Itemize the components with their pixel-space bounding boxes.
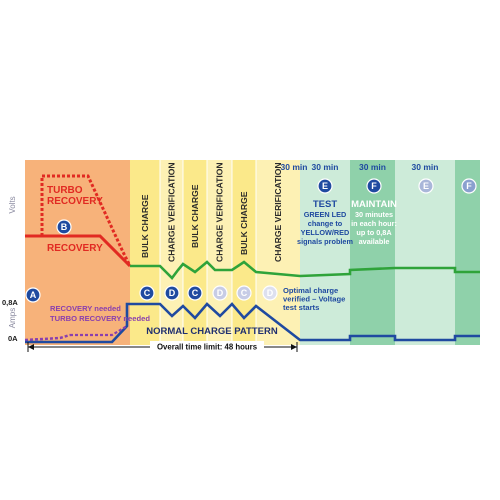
badge-d3-circle bbox=[262, 285, 278, 301]
phase-bg-bulk3 bbox=[232, 160, 256, 345]
badge-d1-circle bbox=[164, 285, 180, 301]
chart-lines bbox=[24, 174, 480, 344]
recovery-needed-label: RECOVERY needed bbox=[50, 304, 121, 313]
badge-a-letter: A bbox=[30, 290, 37, 300]
recovery-label: RECOVERY bbox=[47, 243, 103, 254]
phase-label-verif1: CHARGE VERIFICATION bbox=[167, 162, 177, 262]
badge-f1-letter: F bbox=[371, 181, 377, 191]
badge-d2-letter: D bbox=[217, 288, 224, 298]
phase-label-verif3: CHARGE VERIFICATION bbox=[273, 162, 283, 262]
duration-label-test: 30 min bbox=[312, 162, 339, 172]
badge-c3-circle bbox=[236, 285, 252, 301]
badge-f1-circle bbox=[366, 178, 382, 194]
time-limit-label-bg bbox=[150, 341, 264, 352]
badge-e1-circle bbox=[317, 178, 333, 194]
badge-e2-circle bbox=[418, 178, 434, 194]
phase-title-maintain: MAINTAIN bbox=[351, 199, 397, 210]
charge-voltage-line bbox=[130, 260, 480, 280]
badge-c2-letter: C bbox=[192, 288, 199, 298]
badge-a-circle bbox=[25, 287, 41, 303]
y-axis-amps-label: Amps bbox=[8, 308, 17, 328]
amp-tick-0: 0A bbox=[8, 334, 18, 343]
amp-tick-08: 0,8A bbox=[2, 298, 18, 307]
badge-c1-letter: C bbox=[144, 288, 151, 298]
duration-label-verif3: 30 min bbox=[281, 162, 308, 172]
badge-e1-letter: E bbox=[322, 181, 328, 191]
badge-e2-letter: E bbox=[423, 181, 429, 191]
phase-title-test: TEST bbox=[313, 199, 337, 210]
badge-d2-circle bbox=[212, 285, 228, 301]
current-line bbox=[25, 302, 480, 344]
phase-label-bulk2: BULK CHARGE bbox=[190, 184, 200, 248]
turbo-current-line bbox=[70, 325, 128, 337]
duration-label-test2: 30 min bbox=[412, 162, 439, 172]
normal-charge-pattern-label: NORMAL CHARGE PATTERN bbox=[146, 326, 278, 337]
phase-badges: C D C D C D E F E F A B bbox=[25, 178, 477, 303]
recovery-voltage-line bbox=[25, 234, 132, 268]
badge-b-circle bbox=[56, 219, 72, 235]
phase-label-verif2: CHARGE VERIFICATION bbox=[215, 162, 225, 262]
badge-c2-circle bbox=[187, 285, 203, 301]
badge-f2-letter: F bbox=[466, 181, 472, 191]
time-limit-arrow-right bbox=[291, 344, 297, 350]
phase-label-bulk1: BULK CHARGE bbox=[140, 194, 150, 258]
badge-d3-letter: D bbox=[267, 288, 274, 298]
time-limit-label: Overall time limit: 48 hours bbox=[157, 343, 258, 352]
phase-bg-bulk2 bbox=[183, 160, 207, 345]
phase-bg-bulk1 bbox=[130, 160, 160, 345]
phase-bg-verif3 bbox=[256, 160, 300, 345]
turbo-recovery-needed-label: TURBO RECOVERY needed bbox=[50, 314, 150, 323]
phase-label-bulk3: BULK CHARGE bbox=[239, 191, 249, 255]
phase-bg-verif1 bbox=[160, 160, 183, 345]
badge-b-letter: B bbox=[61, 222, 68, 232]
badge-c1-circle bbox=[139, 285, 155, 301]
badge-f2-circle bbox=[461, 178, 477, 194]
time-limit-arrow-left bbox=[28, 344, 34, 350]
duration-label-maintain: 30 min bbox=[359, 162, 386, 172]
turbo-voltage-line bbox=[40, 174, 132, 267]
phase-labels: BULK CHARGE CHARGE VERIFICATION BULK CHARG… bbox=[140, 162, 438, 262]
y-axis-volts-label: Volts bbox=[8, 196, 17, 213]
badge-c3-letter: C bbox=[241, 288, 248, 298]
recovery-current-line bbox=[24, 333, 71, 342]
badge-d1-letter: D bbox=[169, 288, 176, 298]
